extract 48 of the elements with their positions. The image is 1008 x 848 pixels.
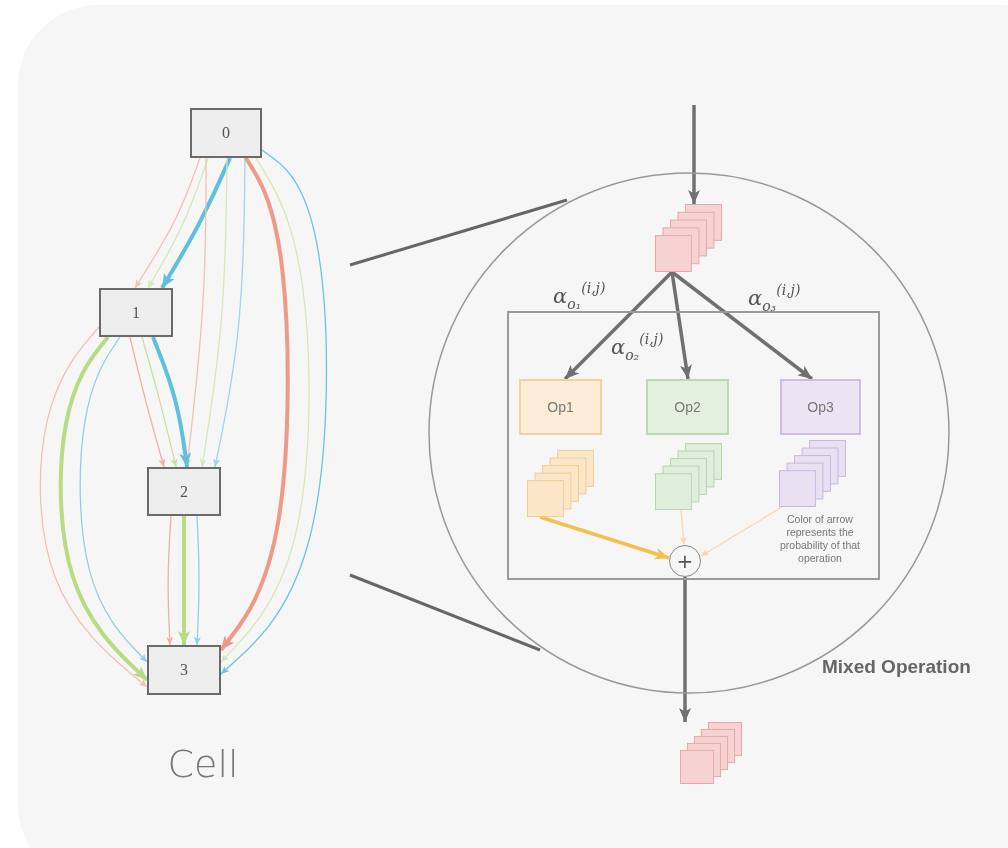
arrow [219,156,290,652]
arrow [688,105,700,204]
feature-map-stack [527,450,594,517]
cell-node-box [147,467,221,516]
arrow [178,516,190,645]
node-label: + [675,548,695,575]
arrow [147,157,209,289]
arrow [58,335,149,682]
arrow [166,515,174,646]
arrow [539,515,670,560]
arrow [220,149,328,675]
arrow [134,157,201,289]
annotation-note: Color of arrow represents the probability of that operation [779,513,861,566]
node-label: Op1 [546,398,575,417]
arrow [193,515,201,646]
arrow [39,326,148,688]
arrow [563,270,674,381]
arrow [670,271,692,380]
feature-map-stack [655,443,722,510]
cell-caption: Cell [166,742,240,786]
feature-map-stack [779,440,846,507]
feature-map-stack [680,722,742,784]
node-label: Op3 [806,398,835,417]
arrow [220,157,310,663]
node-label: 3 [179,660,189,680]
cell-node-box [99,288,173,337]
operation-box [780,379,861,435]
arrow [141,336,178,468]
cell-node-box [147,645,221,695]
arrow [679,577,691,722]
arrow [129,336,166,468]
node-label: 0 [221,123,231,143]
feature-map-stack [655,204,722,272]
node-label: Op2 [673,398,702,417]
cell-node-box [190,108,262,158]
arrow [160,157,232,290]
arrow [700,506,783,557]
node-heading: Mixed Operation [822,656,971,678]
arrow [679,509,687,546]
arrow [151,336,192,468]
operation-box [519,379,602,435]
node-label: 1 [131,302,141,323]
arrow [213,157,246,468]
mixed-operation-box [507,311,880,580]
operation-box [646,379,729,435]
arrow [79,336,148,663]
node-label: 2 [179,481,189,502]
arrow [199,157,228,468]
